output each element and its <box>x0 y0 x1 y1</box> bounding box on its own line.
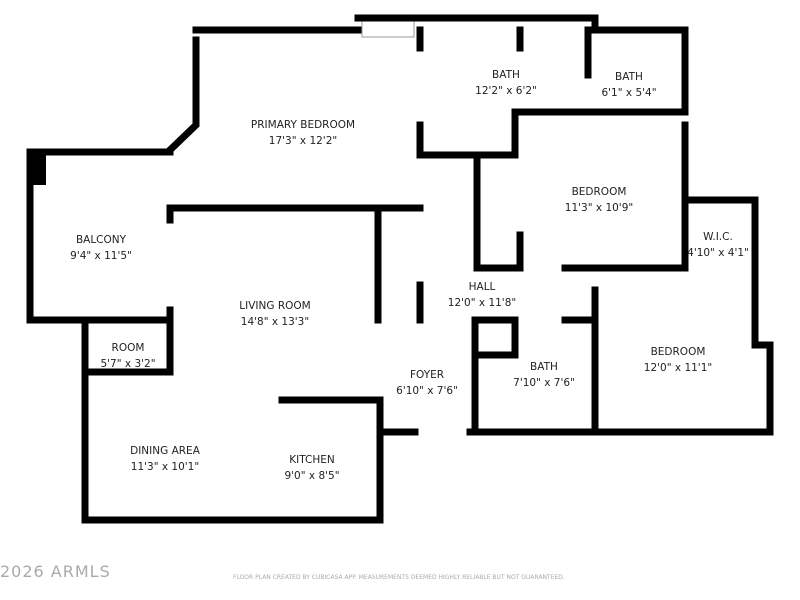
watermark: 2026 ARMLS <box>0 562 111 581</box>
room-size: 7'10" x 7'6" <box>513 377 575 389</box>
room-size: 4'10" x 4'1" <box>687 247 749 259</box>
room-primary-bedroom: PRIMARY BEDROOM 17'3" x 12'2" <box>251 117 355 149</box>
room-size: 12'0" x 11'8" <box>447 297 517 309</box>
room-name: BATH <box>530 361 558 373</box>
room-size: 11'3" x 10'9" <box>564 202 634 214</box>
room-bath-1: BATH 12'2" x 6'2" <box>475 67 537 99</box>
room-hall: HALL 12'0" x 11'8" <box>448 279 516 311</box>
room-size: 12'0" x 11'1" <box>643 362 713 374</box>
room-kitchen: KITCHEN 9'0" x 8'5" <box>284 452 339 484</box>
room-name: ROOM <box>111 342 145 354</box>
room-size: 9'4" x 11'5" <box>70 250 132 262</box>
room-name: KITCHEN <box>289 454 335 466</box>
room-name: BATH <box>492 69 520 81</box>
room-name: DINING AREA <box>130 445 200 457</box>
room-living-room: LIVING ROOM 14'8" x 13'3" <box>239 298 310 330</box>
room-name: PRIMARY BEDROOM <box>250 119 356 131</box>
room-name: BEDROOM <box>571 186 627 198</box>
room-size: 11'3" x 10'1" <box>130 461 200 473</box>
room-balcony: BALCONY 9'4" x 11'5" <box>70 232 132 264</box>
room-name: FOYER <box>409 369 445 381</box>
room-size: 14'8" x 13'3" <box>240 316 310 328</box>
room-wic: W.I.C. 4'10" x 4'1" <box>687 229 749 261</box>
room-size: 6'10" x 7'6" <box>396 385 458 397</box>
room-bedroom-1: BEDROOM 11'3" x 10'9" <box>565 184 633 216</box>
room-name: BATH <box>615 71 643 83</box>
room-name: BALCONY <box>75 234 127 246</box>
room-name: LIVING ROOM <box>239 300 311 312</box>
room-size: 6'1" x 5'4" <box>601 87 657 99</box>
room-bath-3: BATH 7'10" x 7'6" <box>513 359 575 391</box>
room-bath-2: BATH 6'1" x 5'4" <box>601 69 656 101</box>
room-size: 5'7" x 3'2" <box>100 358 156 370</box>
walls <box>26 14 774 524</box>
windows <box>27 14 773 491</box>
room-name: HALL <box>468 281 496 293</box>
room-foyer: FOYER 6'10" x 7'6" <box>396 367 458 399</box>
room-size: 9'0" x 8'5" <box>284 470 340 482</box>
room-room: ROOM 5'7" x 3'2" <box>100 340 155 372</box>
room-size: 17'3" x 12'2" <box>268 135 338 147</box>
credit-text: FLOOR PLAN CREATED BY CUBICASA APP. MEAS… <box>233 574 565 581</box>
room-name: BEDROOM <box>650 346 706 358</box>
room-dining-area: DINING AREA 11'3" x 10'1" <box>130 443 200 475</box>
room-bedroom-2: BEDROOM 12'0" x 11'1" <box>644 344 712 376</box>
room-name: W.I.C. <box>703 231 733 243</box>
room-size: 12'2" x 6'2" <box>475 85 537 97</box>
